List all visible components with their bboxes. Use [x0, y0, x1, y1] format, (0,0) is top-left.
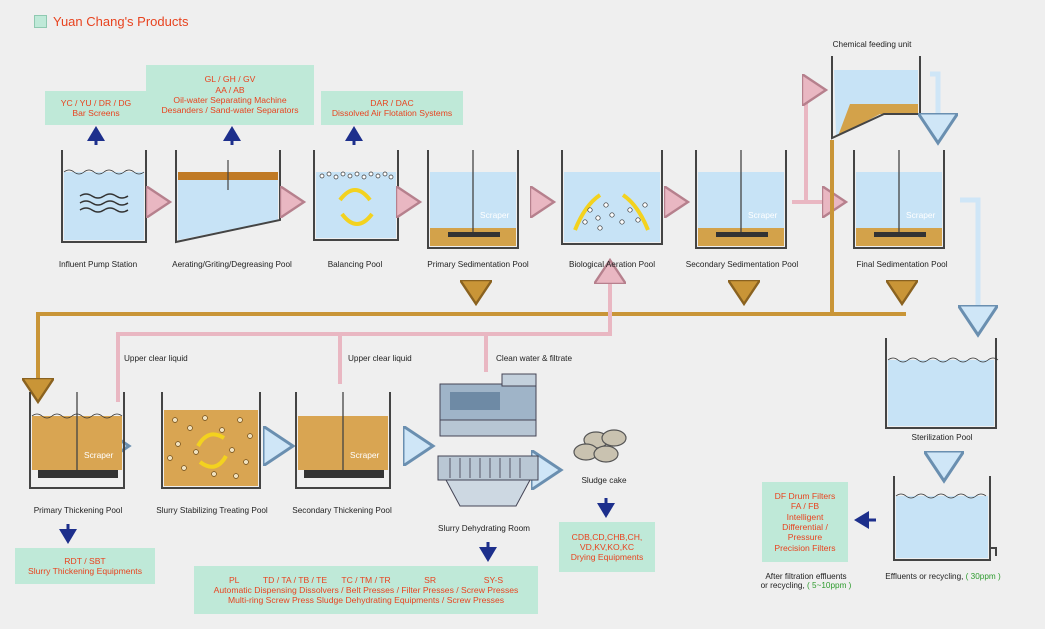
secondary-thick-tank [295, 392, 391, 489]
label-upper-clear-2: Upper clear liquid [348, 354, 412, 363]
label-aerating: Aerating/Griting/Degreasing Pool [172, 260, 292, 269]
bio-aeration-tank [561, 150, 663, 245]
scraper-label: Scraper [748, 210, 778, 220]
scraper-label: Scraper [350, 450, 380, 460]
label-effluents-recycling: Effluents or recycling, ( 30ppm ) [885, 572, 1000, 581]
flow-arrows-top [150, 90, 842, 202]
label-sludge-cake: Sludge cake [581, 476, 627, 485]
after-filtration-line2: or recycling, [760, 581, 805, 591]
product-slurry-thickening: RDT / SBT Slurry Thickening Equipments [15, 548, 155, 584]
product-filters: DF Drum Filters FA / FB Intelligent Diff… [762, 482, 848, 562]
title-text: Yuan Chang's Products [53, 14, 189, 29]
dehydrating-machines [437, 373, 539, 507]
clean-water-arrows [106, 71, 978, 476]
product-code: YC / YU / DR / DG [60, 97, 132, 108]
effluents-ppm: ( 30ppm ) [965, 572, 1001, 581]
primary-sed-tank [427, 150, 519, 249]
product-drying: CDB,CD,CHB,CH, VD,KV,KO,KC Drying Equipm… [559, 522, 655, 572]
product-name: Drying Equipments [570, 552, 644, 563]
product-code: DAR / DAC [370, 97, 414, 108]
product-arrows [59, 126, 876, 562]
label-final-sed: Final Sedimentation Pool [856, 260, 948, 269]
label-chemical: Chemical feeding unit [832, 40, 912, 49]
product-name: Desanders / Sand-water Separators [161, 105, 299, 116]
label-after-filtration: After filtration effluents or recycling,… [761, 572, 852, 591]
label-balancing: Balancing Pool [327, 260, 383, 269]
after-filtration-line1: After filtration effluents [765, 572, 847, 581]
product-dissolved-air: DAR / DAC Dissolved Air Flotation System… [321, 91, 463, 125]
influent-tank [61, 150, 147, 243]
product-code: VD,KV,KO,KC [579, 541, 635, 552]
product-code: CDB,CD,CHB,CH, [571, 531, 643, 542]
product-name: Bar Screens [72, 108, 120, 118]
label-dehydrating-room: Slurry Dehydrating Room [438, 524, 530, 533]
aerating-tank [175, 150, 281, 244]
label-primary-thick: Primary Thickening Pool [33, 506, 123, 515]
slurry-stab-tank [161, 392, 261, 489]
label-secondary-thick: Secondary Thickening Pool [292, 506, 392, 515]
diagram-title: Yuan Chang's Products [34, 14, 188, 29]
product-oil-water: GL / GH / GV AA / AB Oil-water Separatin… [146, 65, 314, 125]
effluent-tank [893, 476, 997, 561]
sludge-lines [38, 140, 906, 398]
label-secondary-sed: Secondary Sedimentation Pool [685, 260, 799, 269]
secondary-sed-tank [695, 150, 787, 249]
scraper-label: Scraper [84, 450, 114, 460]
sludge-cake-discs [573, 429, 627, 463]
label-slurry-stab: Slurry Stabilizing Treating Pool [156, 506, 268, 515]
primary-thick-tank [29, 392, 125, 489]
product-name: Automatic Dispensing Dissolvers / Belt P… [213, 584, 519, 595]
product-name: Pressure [787, 532, 823, 543]
product-code: RDT / SBT [64, 555, 106, 566]
label-primary-sed: Primary Sedimentation Pool [427, 260, 529, 269]
label-sterilization: Sterilization Pool [911, 433, 973, 442]
final-sed-tank [853, 150, 945, 249]
product-code: GL / GH / GV [204, 74, 256, 85]
product-name: Dissolved Air Flotation Systems [331, 108, 453, 118]
label-clean-water: Clean water & filtrate [496, 354, 572, 363]
scraper-label: Scraper [480, 210, 510, 220]
product-bar-screens: YC / YU / DR / DG Bar Screens [45, 91, 147, 125]
return-lines [116, 264, 610, 402]
product-name: Differential / [782, 522, 828, 532]
product-name: Precision Filters [774, 542, 836, 553]
sterilization-tank [885, 338, 999, 429]
product-name: Oil-water Separating Machine [173, 95, 287, 105]
balancing-tank [313, 150, 399, 241]
product-name: Intelligent [786, 511, 824, 522]
product-name: Multi-ring Screw Press Sludge Dehydratin… [227, 595, 505, 606]
product-code: DF Drum Filters [774, 491, 836, 502]
product-code: PL TD / TA / TB / TE TC / TM / TR SR SY-… [228, 574, 504, 585]
scraper-label: Scraper [906, 210, 936, 220]
product-dehydrating: PL TD / TA / TB / TE TC / TM / TR SR SY-… [194, 566, 538, 614]
legend-square-icon [34, 15, 47, 28]
chemical-tank [831, 56, 921, 140]
product-name: Slurry Thickening Equipments [27, 566, 142, 576]
product-code: AA / AB [215, 84, 245, 95]
label-bio-aeration: Biological Aeration Pool [568, 260, 656, 269]
after-filtration-ppm: ( 5~10ppm ) [807, 581, 852, 591]
label-upper-clear-1: Upper clear liquid [124, 354, 188, 363]
label-influent: Influent Pump Station [58, 260, 138, 269]
effluents-text: Effluents or recycling, [885, 572, 964, 581]
product-code: FA / FB [790, 501, 820, 512]
